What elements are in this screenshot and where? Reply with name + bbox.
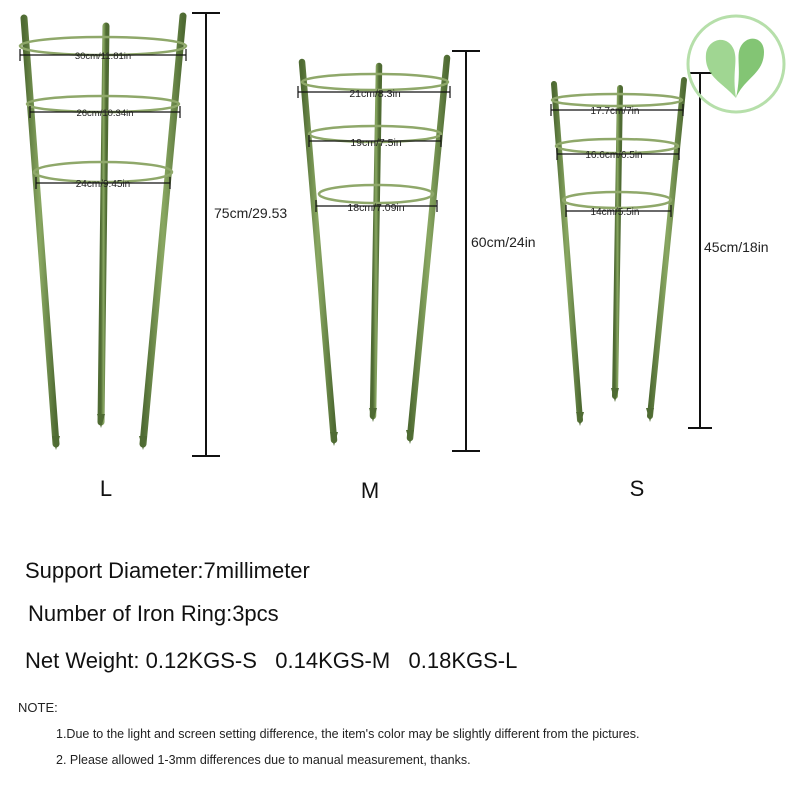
size-label-l: L (99, 476, 113, 501)
note-title: NOTE: (18, 700, 58, 715)
height-label-m: 60cm/24in (471, 234, 536, 250)
note-item-1: 1.Due to the light and screen setting di… (56, 727, 640, 741)
spec-support-diameter: Support Diameter:7millimeter (25, 558, 310, 583)
ring-label-l-3: 24cm/9.45in (76, 179, 130, 190)
ring-label-l-1: 30cm/11.81in (75, 51, 131, 62)
cage-large: 30cm/11.81in 26cm/10.34in 24cm/9.45in 75… (18, 12, 287, 457)
ring-label-s-1: 17.7cm/7in (591, 106, 640, 117)
cage-medium: 21cm/8.3in 19cm/7.5in 18cm/7.09in 60cm/2… (297, 50, 536, 452)
note-item-2: 2. Please allowed 1-3mm differences due … (56, 753, 471, 767)
ring-label-m-1: 21cm/8.3in (349, 88, 401, 100)
spec-net-weight: Net Weight: 0.12KGS-S 0.14KGS-M 0.18KGS-… (25, 648, 518, 673)
ring-label-m-2: 19cm/7.5in (350, 137, 402, 149)
cage-small: 17.7cm/7in 16.6cm/6.5in 14cm/5.5in 45cm/… (550, 72, 769, 429)
size-label-s: S (629, 476, 645, 501)
spec-iron-ring: Number of Iron Ring:3pcs (28, 601, 279, 626)
ring-label-s-2: 16.6cm/6.5in (585, 150, 642, 161)
ring-label-m-3: 18cm/7.09in (347, 202, 404, 214)
ring-label-s-3: 14cm/5.5in (591, 207, 640, 218)
leaf-logo-icon (686, 14, 786, 114)
size-label-m: M (360, 478, 380, 503)
ring-label-l-2: 26cm/10.34in (76, 108, 133, 119)
height-label-s: 45cm/18in (704, 239, 769, 255)
height-label-l: 75cm/29.53 (214, 205, 287, 221)
